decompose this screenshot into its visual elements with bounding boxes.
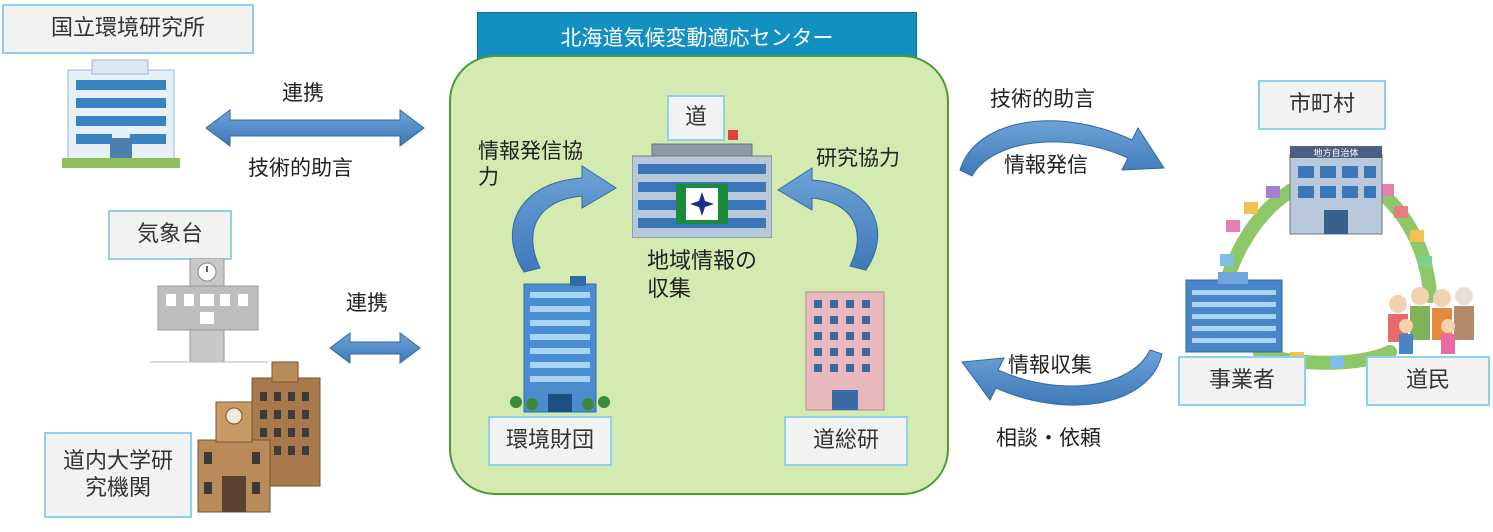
jma-building-icon	[150, 258, 268, 363]
research-cooperation-arrow-icon	[777, 167, 879, 271]
nies-link-top-label: 連携	[282, 81, 324, 105]
research-org-label: 道総研	[784, 416, 908, 466]
municipality-cluster-icon: 地方自治体	[1185, 146, 1474, 370]
residents-label: 道民	[1366, 356, 1490, 406]
universities-label: 道内大学研究機関	[44, 432, 192, 518]
universities-text: 道内大学研究機関	[62, 448, 173, 502]
jma-label: 気象台	[108, 210, 232, 260]
univ-double-arrow-icon	[329, 332, 421, 364]
businesses-label: 事業者	[1178, 356, 1306, 406]
nies-link-bottom-label: 技術的助言	[248, 156, 353, 180]
collection-consultation-arrow-icon	[961, 349, 1163, 406]
svg-text:地方自治体: 地方自治体	[1313, 147, 1358, 159]
municipality-label: 市町村	[1258, 80, 1386, 130]
right-top-arrow-top-label: 技術的助言	[990, 87, 1095, 111]
center-title: 北海道気候変動適応センター	[477, 12, 917, 62]
nies-double-arrow-icon	[205, 109, 425, 147]
prefecture-label: 道	[667, 95, 725, 141]
univ-link-label: 連携	[346, 291, 388, 315]
nies-building-icon	[62, 59, 180, 168]
right-bottom-arrow-top-label: 情報収集	[1008, 353, 1092, 377]
advice-dissemination-arrow-icon	[959, 120, 1165, 177]
info-collection-label: 地域情報の収集	[647, 249, 758, 302]
university-building-icon	[197, 361, 321, 513]
prefectural-office-icon	[632, 130, 772, 238]
info-dissemination-label: 情報発信協力	[478, 139, 583, 190]
research-cooperation-label: 研究協力	[816, 146, 900, 170]
right-bottom-arrow-bottom-label: 相談・依頼	[996, 426, 1101, 450]
right-top-arrow-bottom-label: 情報発信	[1004, 153, 1088, 177]
env-foundation-label: 環境財団	[488, 416, 612, 466]
info-cooperation-arrow-icon	[512, 165, 617, 273]
nies-label: 国立環境研究所	[2, 4, 254, 54]
research-org-building-icon	[805, 291, 885, 411]
env-foundation-building-icon	[510, 276, 610, 413]
